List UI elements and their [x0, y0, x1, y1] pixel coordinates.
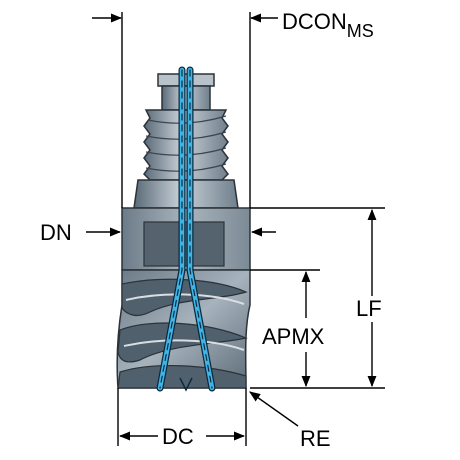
tool-cone: [133, 179, 239, 209]
label-dcon-sub: MS: [347, 21, 374, 41]
label-apmx: APMX: [262, 324, 325, 349]
label-re: RE: [300, 426, 331, 451]
helix-flutes: [117, 278, 248, 389]
helix-highlights: [123, 293, 245, 351]
tool-body: [116, 66, 251, 392]
label-dc: DC: [162, 424, 194, 449]
dimension-lines: [86, 12, 385, 446]
coolant-channels: [156, 66, 216, 392]
center-point-icon: [179, 377, 193, 392]
label-dcon: DCONMS: [282, 9, 374, 41]
label-dn: DN: [40, 220, 72, 245]
tool-neck: [161, 85, 211, 111]
label-lf: LF: [356, 296, 382, 321]
dimension-labels: DCONMS DN LF APMX DC RE: [40, 9, 382, 451]
label-dcon-main: DCON: [282, 9, 347, 34]
tool-spigot: [157, 73, 215, 87]
